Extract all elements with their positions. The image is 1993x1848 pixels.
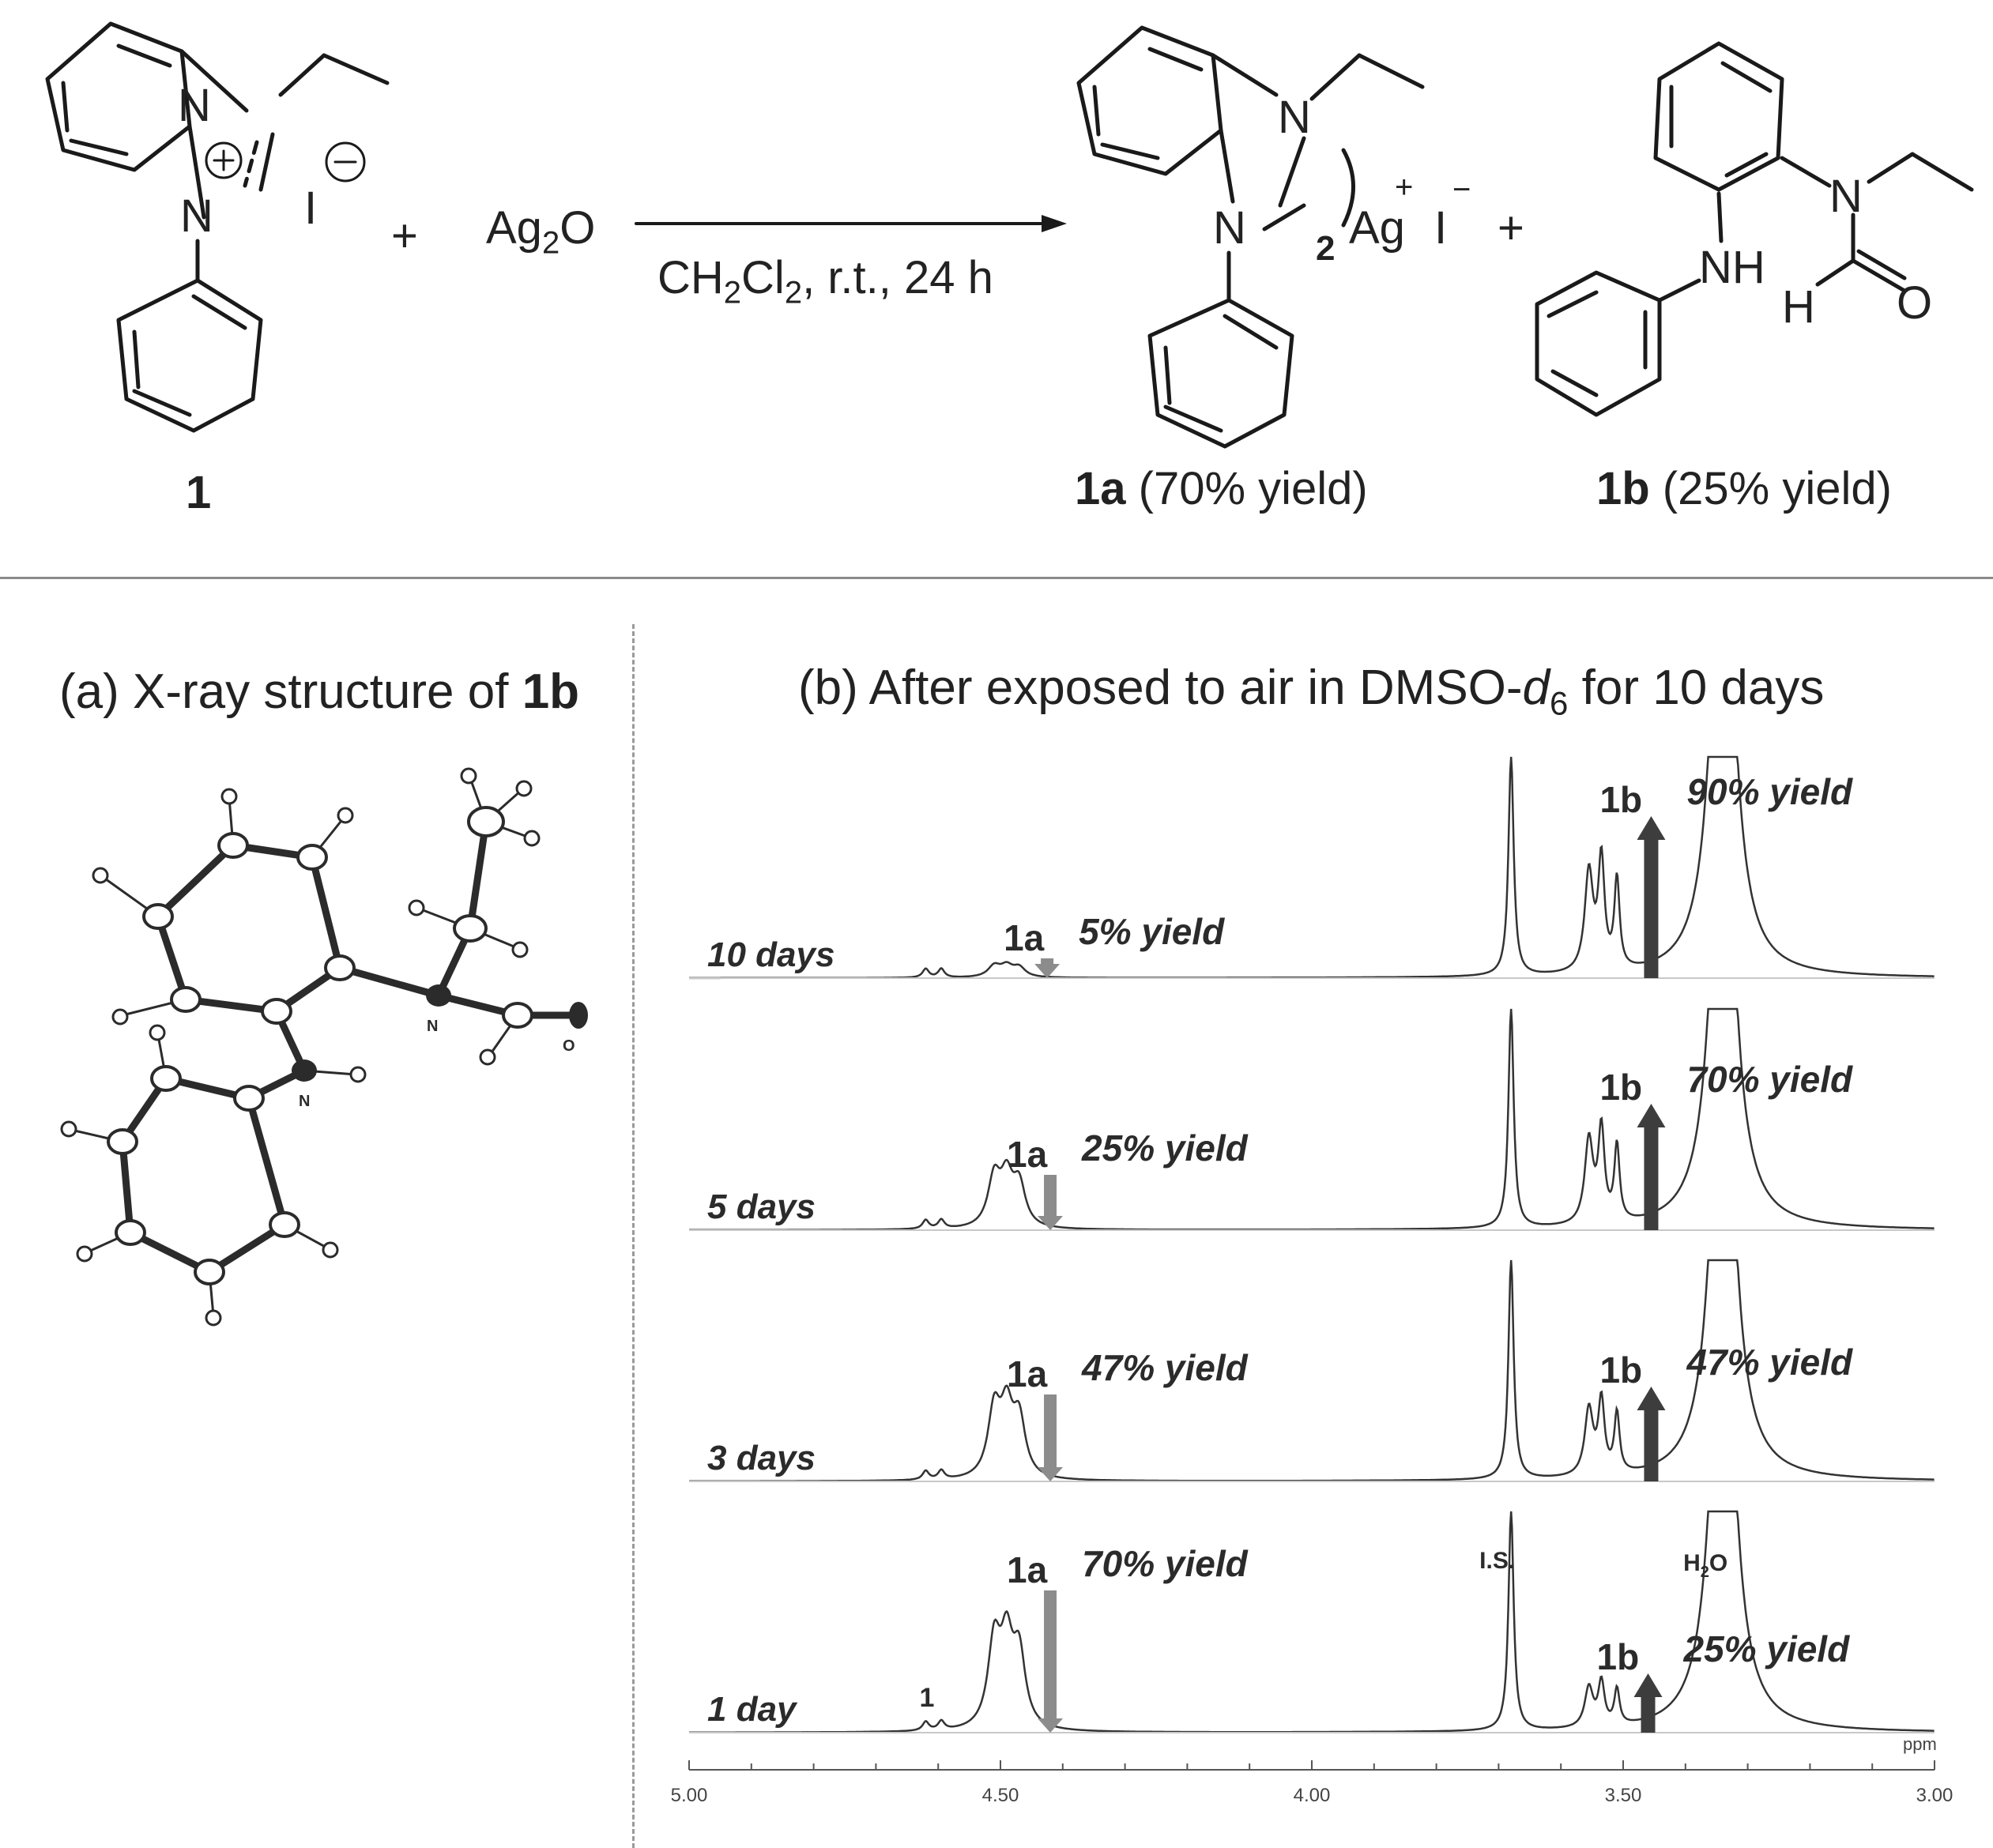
xray-n1-label: N bbox=[427, 1018, 438, 1035]
reaction-scheme bbox=[45, 21, 1974, 449]
peak-label-is: I.S. bbox=[1479, 1548, 1515, 1574]
arrow-1a-head bbox=[1034, 964, 1061, 978]
label-1b: 1b bbox=[1599, 779, 1642, 820]
arrow-1b-head bbox=[1637, 816, 1666, 840]
panel-divider bbox=[632, 624, 635, 1848]
arrow-1b-shaft bbox=[1644, 838, 1659, 978]
section-divider bbox=[0, 577, 1993, 579]
nmr-trace bbox=[689, 1007, 1935, 1232]
trace-label: 1 day bbox=[707, 1690, 798, 1729]
reactant-n2-atom: N bbox=[180, 190, 213, 242]
arrow-1b-shaft bbox=[1644, 1126, 1659, 1230]
product2-label: 1b (25% yield) bbox=[1596, 463, 1892, 514]
label-1a: 1a bbox=[1007, 1353, 1048, 1394]
arrow-1a-head bbox=[1038, 1718, 1064, 1733]
xray-n2-label: N bbox=[299, 1093, 310, 1110]
xray-structure: N N O bbox=[60, 767, 588, 1327]
panel-a-title: (a) X-ray structure of 1b bbox=[59, 664, 580, 719]
product-1a-structure bbox=[1076, 25, 1425, 449]
label-1a: 1a bbox=[1007, 1134, 1048, 1175]
x-tick-label: 3.50 bbox=[1605, 1785, 1642, 1806]
product2-nh-group: NH bbox=[1699, 242, 1765, 293]
arrow-1b-head bbox=[1637, 1104, 1666, 1127]
yield-1b: 90% yield bbox=[1686, 771, 1853, 812]
reactant-structure bbox=[45, 21, 390, 433]
reactant-n1-atom: N bbox=[178, 80, 211, 131]
yield-1b: 47% yield bbox=[1686, 1342, 1853, 1383]
product1-iodide: I bbox=[1434, 202, 1448, 254]
arrow-1b-head bbox=[1633, 1673, 1663, 1697]
trace-label: 5 days bbox=[707, 1187, 816, 1226]
x-tick-label: 4.00 bbox=[1294, 1785, 1331, 1806]
yield-1b: 25% yield bbox=[1683, 1628, 1851, 1669]
product2-h-atom: H bbox=[1782, 281, 1815, 333]
label-1b: 1b bbox=[1597, 1636, 1640, 1677]
nmr-trace bbox=[689, 1510, 1935, 1733]
product2-o-atom: O bbox=[1897, 277, 1933, 329]
plus-sign-1: + bbox=[391, 210, 418, 262]
product1-n1-atom: N bbox=[1278, 92, 1311, 143]
product1-label: 1a (70% yield) bbox=[1075, 463, 1368, 514]
trace-label: 3 days bbox=[707, 1439, 816, 1477]
x-tick-label: 3.00 bbox=[1916, 1785, 1953, 1806]
arrow-1a-shaft bbox=[1044, 1394, 1057, 1470]
label-1a: 1a bbox=[1007, 1549, 1048, 1590]
xray-o-label: O bbox=[563, 1037, 575, 1055]
label-1b: 1b bbox=[1599, 1349, 1642, 1391]
product1-n2-atom: N bbox=[1213, 202, 1246, 254]
arrow-1a-shaft bbox=[1044, 1175, 1057, 1218]
peak-label-h2o: H2O bbox=[1683, 1550, 1727, 1581]
arrow-1a-head bbox=[1038, 1467, 1064, 1481]
x-axis-unit: ppm bbox=[1903, 1734, 1937, 1754]
yield-1a: 70% yield bbox=[1082, 1543, 1249, 1584]
trace-label: 10 days bbox=[707, 935, 834, 974]
reagent-ag2o: Ag2O bbox=[486, 202, 596, 261]
reactant-label: 1 bbox=[186, 467, 212, 518]
peak-label-1: 1 bbox=[919, 1683, 934, 1713]
arrow-1b-shaft bbox=[1644, 1409, 1659, 1481]
arrow-1a-shaft bbox=[1044, 1590, 1057, 1721]
arrow-1b-shaft bbox=[1641, 1696, 1656, 1733]
x-tick-label: 4.50 bbox=[982, 1785, 1019, 1806]
yield-1a: 5% yield bbox=[1079, 911, 1225, 952]
arrow-1a-head bbox=[1038, 1216, 1064, 1230]
arrow-1a-shaft bbox=[1041, 958, 1054, 966]
product1-silver: Ag bbox=[1349, 202, 1405, 254]
reaction-conditions: CH2Cl2, r.t., 24 h bbox=[657, 252, 993, 311]
yield-1b: 70% yield bbox=[1686, 1059, 1853, 1100]
yield-1a: 47% yield bbox=[1081, 1347, 1249, 1388]
product1-subscript: 2 bbox=[1316, 229, 1336, 268]
product1-minus-charge: − bbox=[1452, 172, 1471, 207]
product-1b-structure bbox=[1535, 41, 1974, 417]
plus-sign-2: + bbox=[1498, 202, 1524, 254]
yield-1a: 25% yield bbox=[1081, 1127, 1249, 1169]
arrow-1b-head bbox=[1637, 1387, 1666, 1410]
label-1a: 1a bbox=[1004, 917, 1045, 958]
product1-plus-charge: + bbox=[1395, 170, 1414, 205]
iodide-anion: I bbox=[304, 183, 318, 234]
panel-b-title: (b) After exposed to air in DMSO-d6 for … bbox=[798, 661, 1825, 722]
label-1b: 1b bbox=[1599, 1067, 1642, 1108]
product2-n-atom: N bbox=[1829, 171, 1863, 222]
x-tick-label: 5.00 bbox=[671, 1785, 708, 1806]
